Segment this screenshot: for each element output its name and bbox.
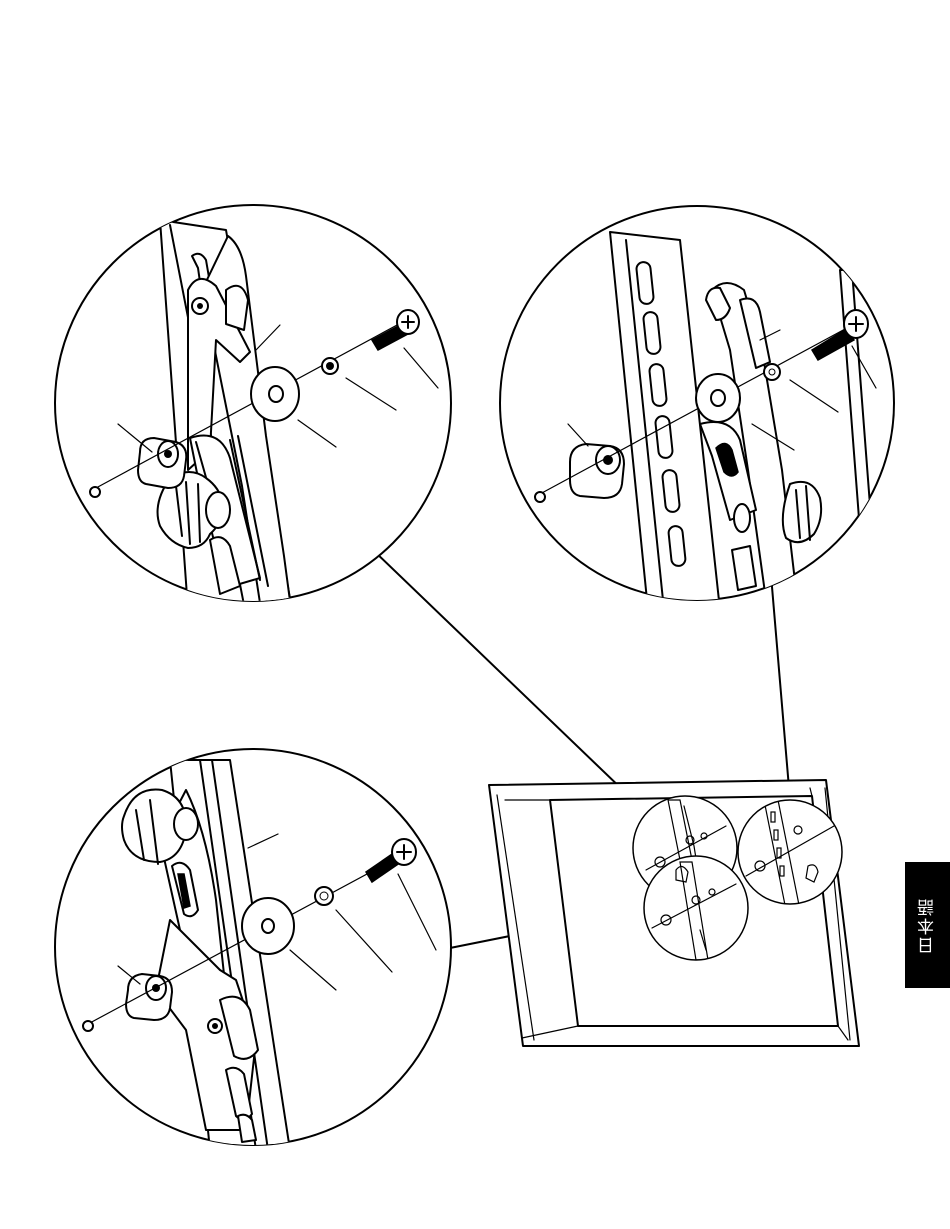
detail-top-left — [55, 205, 451, 616]
language-tab: 日本語 — [905, 862, 950, 988]
language-tab-label: 日本語 — [915, 897, 940, 954]
leader-line-top-left — [372, 549, 652, 818]
tv-back-overview — [489, 780, 859, 1046]
overview-detail-3 — [644, 856, 748, 960]
leader-line-top-right — [771, 575, 790, 800]
detail-bottom-left — [55, 749, 451, 1150]
detail-top-right — [500, 206, 894, 610]
